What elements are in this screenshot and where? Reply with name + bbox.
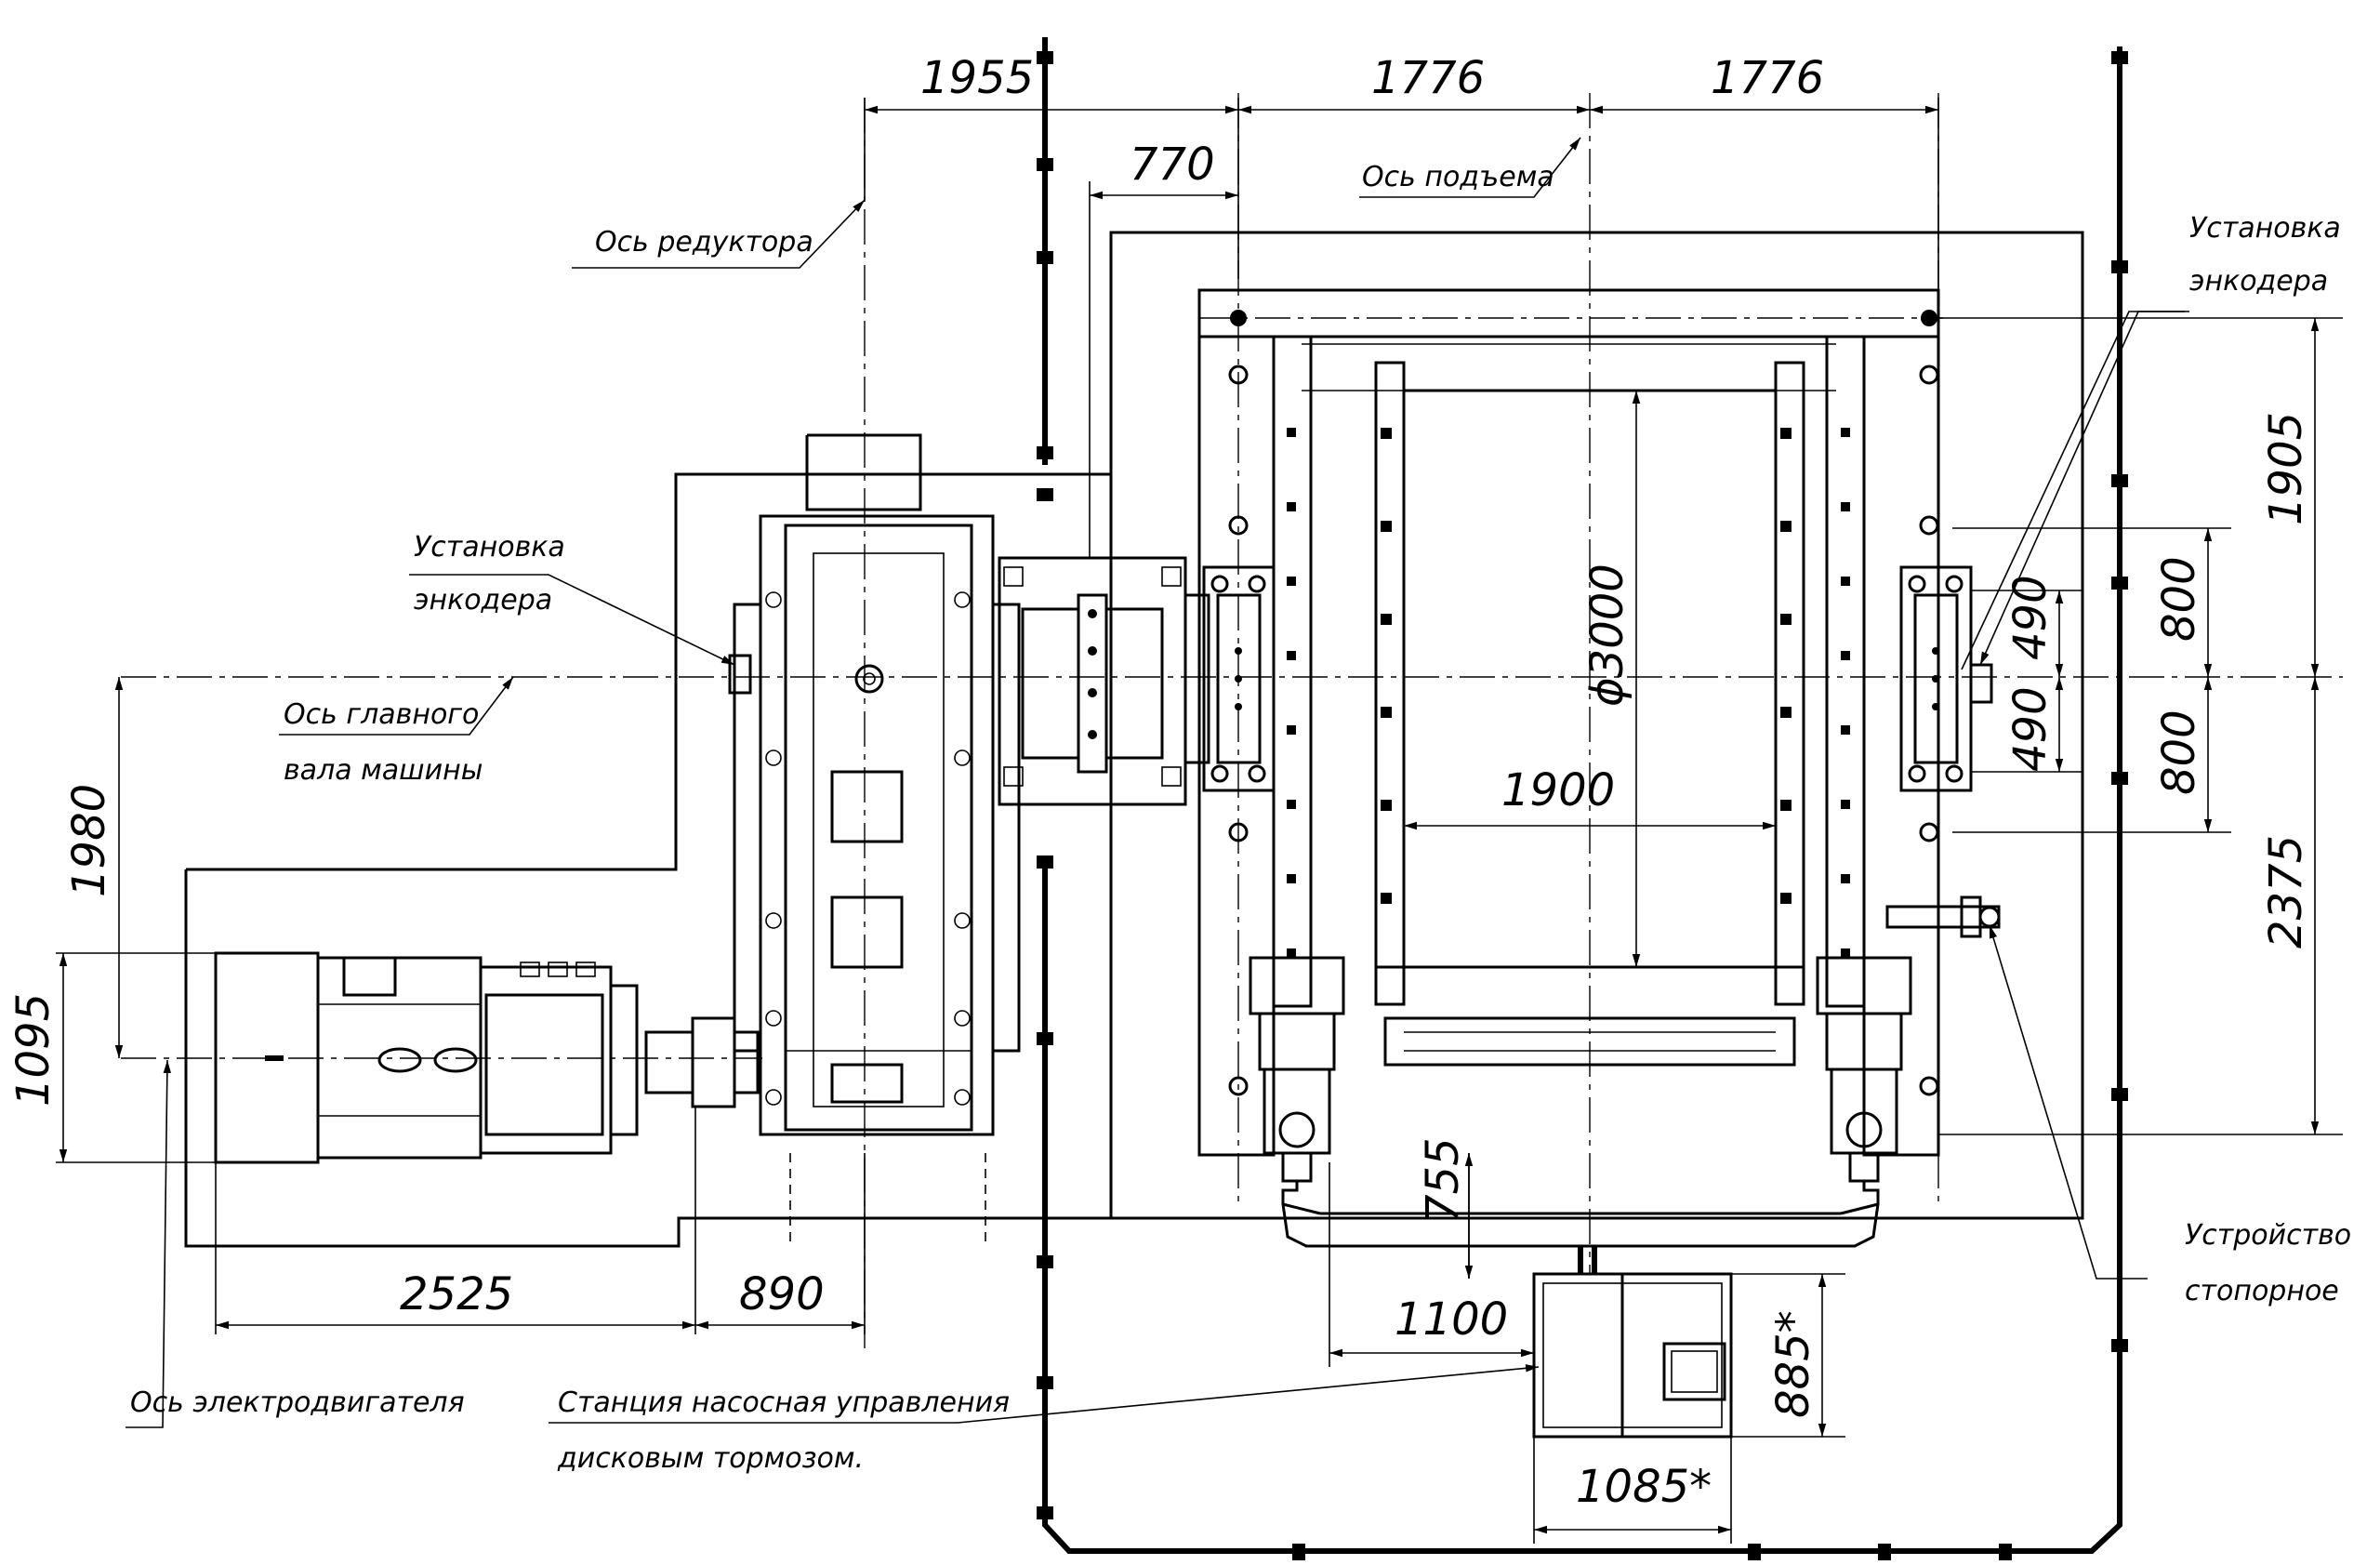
stopper-device [1885,895,2001,938]
label-encoder-right-1: Установка [2189,212,2341,245]
dim-1955: 1955 [920,52,1034,104]
dim-885: 885* [1767,1310,1819,1418]
disc-brake-right [1816,956,1912,1183]
extension-lines [56,98,2343,1544]
label-pump-station-1: Станция насосная управления [558,1386,1010,1419]
dim-1980: 1980 [63,784,115,897]
hydraulic-piping [1281,1181,1880,1248]
dim-770: 770 [1130,139,1215,191]
label-stopper-2: стопорное [2185,1275,2339,1307]
gear-coupling [998,556,1210,806]
dim-2375: 2375 [2260,835,2312,948]
label-encoder-right-2: энкодера [2189,265,2328,298]
bearing-right [1899,565,1993,792]
label-stopper-1: Устройство [2185,1219,2351,1252]
label-encoder-left-2: энкодера [414,584,552,617]
foundation-outline [184,231,2084,1248]
dim-490-bottom: 490 [2004,686,2056,772]
label-main-shaft-2: вала машины [284,754,483,787]
pump-station [1532,1246,1733,1439]
dim-1776-right: 1776 [1711,52,1824,104]
callout-notes: Ось редуктора Ось подъема Установка энко… [130,161,2351,1475]
dimension-values: 1955 1776 1776 770 1980 1095 2525 890 ϕ3… [7,52,2312,1513]
gearbox [728,514,1021,1136]
winding-drum [1287,361,1850,1067]
dim-3000: ϕ3000 [1581,564,1633,707]
label-pump-station-2: дисковым тормозом. [557,1442,864,1475]
label-encoder-left-1: Установка [414,531,565,564]
dim-490-top: 490 [2004,575,2056,660]
label-main-shaft-1: Ось главного [284,698,479,731]
label-lift-axis: Ось подъема [1362,161,1554,193]
dim-800-bottom: 800 [2153,710,2205,795]
label-motor-axis: Ось электродвигателя [130,1386,465,1419]
dim-1776-left: 1776 [1371,52,1485,104]
dim-2525: 2525 [400,1268,513,1320]
dim-755: 755 [1417,1137,1469,1223]
label-gearbox-axis: Ось редуктора [595,226,813,259]
dim-800-top: 800 [2153,556,2205,642]
dim-1100: 1100 [1395,1293,1508,1346]
motor-coupling [644,1016,760,1108]
dimension-lines [59,105,2320,1534]
dim-1900: 1900 [1501,764,1615,816]
leader-lines [126,137,2189,1428]
disc-brake-left [1249,956,1345,1183]
gearbox-bolts [765,591,971,1106]
dim-890: 890 [739,1268,825,1320]
dim-1905: 1905 [2260,412,2312,525]
dim-1095: 1095 [7,993,60,1107]
dim-1085: 1085* [1576,1461,1712,1513]
